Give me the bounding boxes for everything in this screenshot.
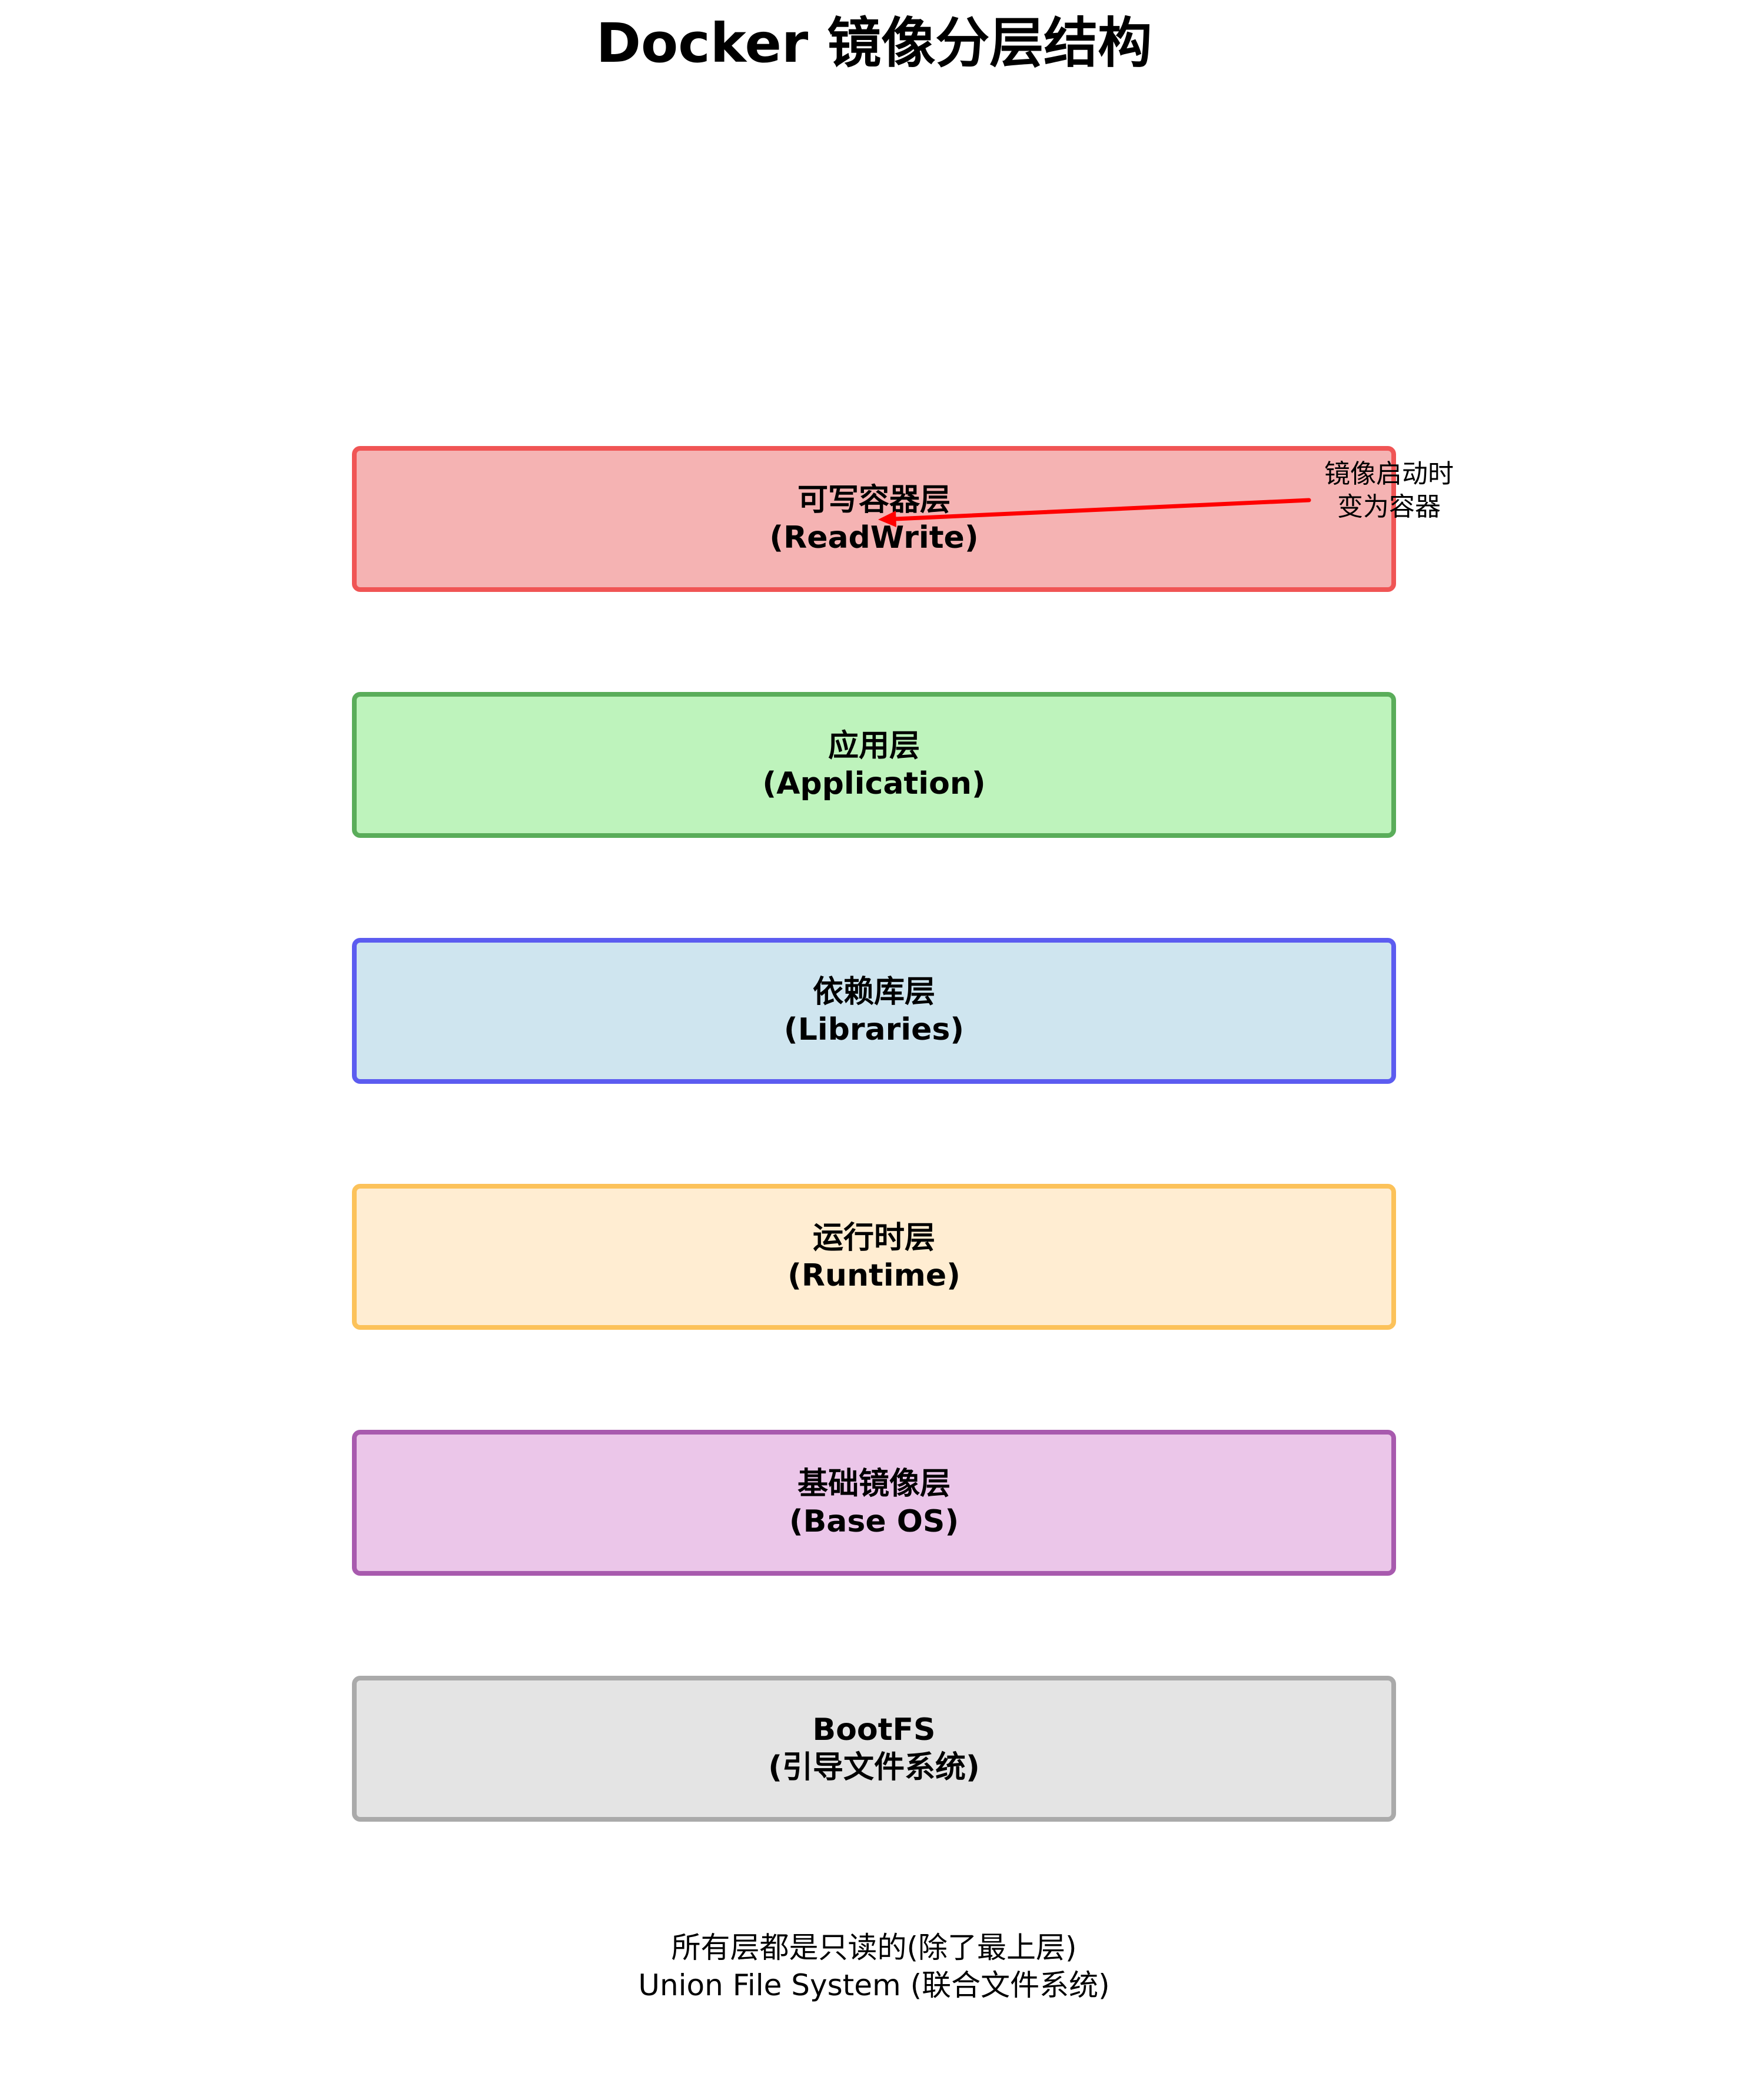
layer-base-os-name: 基础镜像层 xyxy=(797,1466,951,1502)
layer-libraries-subtitle: (Libraries) xyxy=(783,1012,965,1047)
footer-note: 所有层都是只读的(除了最上层) Union File System (联合文件系… xyxy=(0,1929,1748,2004)
footer-line-1: 所有层都是只读的(除了最上层) xyxy=(671,1931,1077,1965)
layer-base-os-subtitle: (Base OS) xyxy=(789,1504,959,1539)
annotation-line-2: 变为容器 xyxy=(1337,492,1441,522)
annotation-line-1: 镜像启动时 xyxy=(1324,459,1454,489)
layer-libraries-name: 依赖库层 xyxy=(812,974,935,1010)
annotation-label: 镜像启动时 变为容器 xyxy=(1301,458,1477,524)
layer-runtime: 运行时层 (Runtime) xyxy=(352,1184,1396,1330)
layer-libraries: 依赖库层 (Libraries) xyxy=(352,938,1396,1084)
layer-base-os: 基础镜像层 (Base OS) xyxy=(352,1430,1396,1576)
layer-readwrite-name: 可写容器层 xyxy=(797,482,951,518)
layer-application-name: 应用层 xyxy=(828,728,920,764)
layer-runtime-name: 运行时层 xyxy=(812,1220,935,1256)
layer-bootfs: BootFS (引导文件系统) xyxy=(352,1676,1396,1822)
diagram-title: Docker 镜像分层结构 xyxy=(596,12,1152,75)
layer-application: 应用层 (Application) xyxy=(352,692,1396,838)
layer-runtime-subtitle: (Runtime) xyxy=(787,1258,961,1293)
layer-readwrite: 可写容器层 (ReadWrite) xyxy=(352,446,1396,592)
footer-line-2: Union File System (联合文件系统) xyxy=(638,1968,1110,2002)
layer-bootfs-name: BootFS xyxy=(812,1712,936,1748)
layer-application-subtitle: (Application) xyxy=(762,766,986,801)
layer-readwrite-subtitle: (ReadWrite) xyxy=(769,520,979,555)
layer-bootfs-subtitle: (引导文件系统) xyxy=(768,1750,980,1785)
